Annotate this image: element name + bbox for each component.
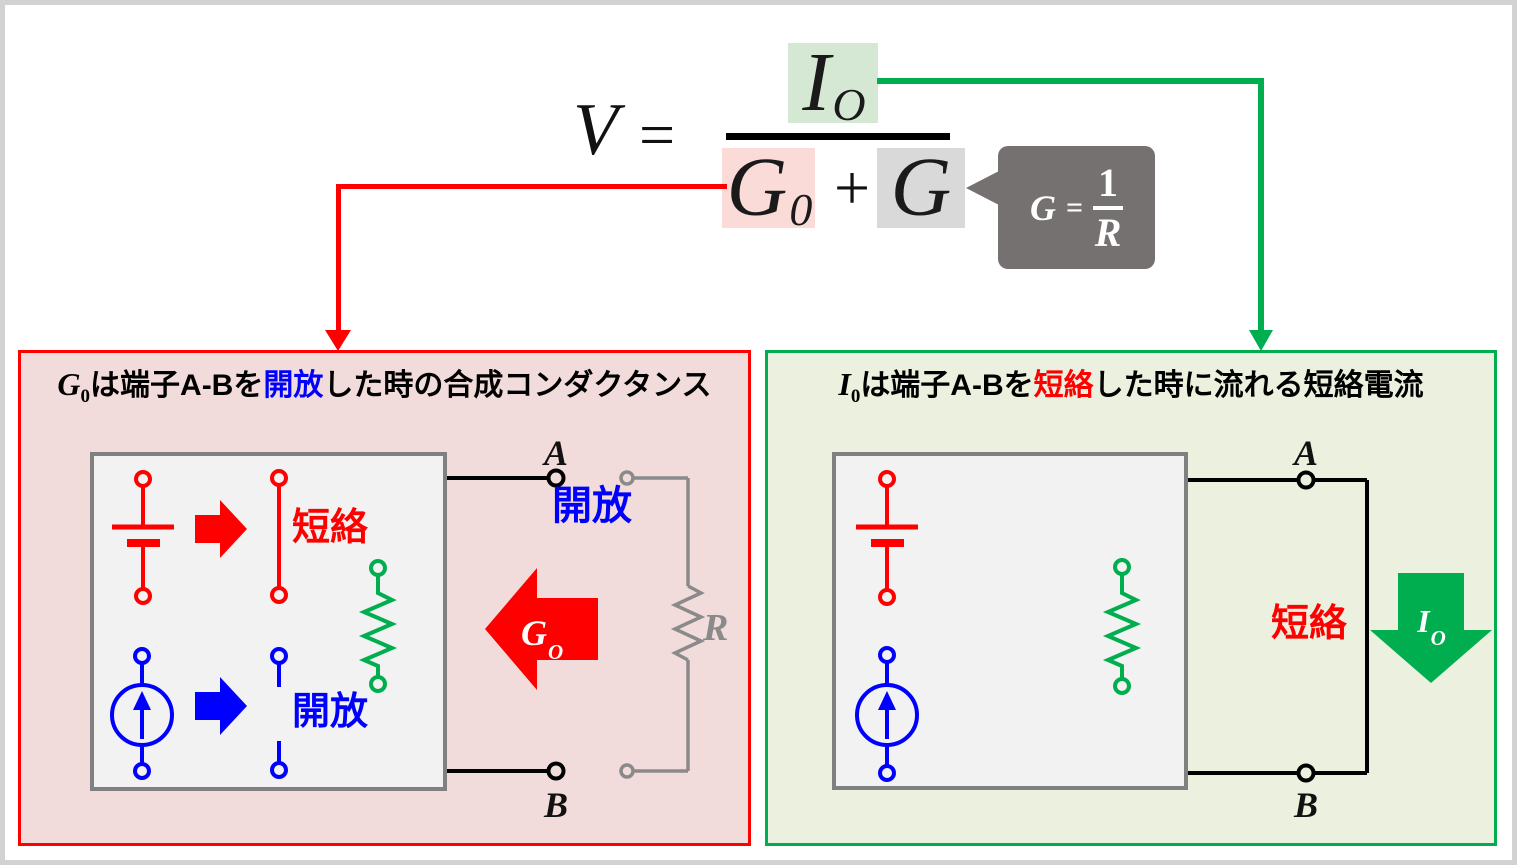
- callout-numerator: 1: [1098, 159, 1119, 205]
- internal-resistor-icon: [358, 559, 398, 693]
- io-connector-horizontal: [877, 78, 1264, 84]
- conductance-callout: G = 1 R: [998, 146, 1155, 269]
- terminal-a-label: A: [543, 433, 568, 473]
- callout-g-var: G: [1029, 187, 1056, 228]
- g0-arrow-icon: [485, 568, 598, 690]
- internal-resistor-icon: [1102, 558, 1142, 695]
- io-connector-arrowhead-icon: [1249, 330, 1273, 351]
- io-arrow-icon: [1370, 573, 1492, 683]
- left-panel-title: G0は端子A-Bを開放した時の合成コンダクタンス: [57, 366, 712, 407]
- resistor-label: R: [703, 607, 729, 649]
- g-term-highlight: G: [877, 141, 965, 234]
- g0-connector-vertical: [336, 184, 341, 332]
- open-circuit-icon: [270, 647, 288, 779]
- terminal-a-node: [546, 468, 566, 488]
- g0-var: G: [726, 141, 788, 234]
- plus-sign: +: [833, 152, 871, 223]
- callout-equals: =: [1065, 190, 1084, 224]
- left-title-var: G: [57, 366, 81, 402]
- right-title-var-subscript: 0: [850, 386, 861, 407]
- left-title-var-subscript: 0: [80, 386, 91, 407]
- io-var-subscript: O: [832, 79, 866, 130]
- external-resistor-icon: [619, 470, 706, 779]
- short-circuit-icon: [270, 469, 288, 604]
- left-circuit-graphics: [110, 468, 706, 781]
- current-transform-arrow-icon: [195, 677, 247, 735]
- terminal-b-label: B: [1293, 785, 1318, 825]
- io-arrow-label: IO: [1417, 603, 1446, 651]
- g0-connector-arrowhead-icon: [325, 330, 351, 351]
- short-label: 短絡: [292, 507, 369, 549]
- open-label: 開放: [292, 691, 369, 733]
- voltage-source-icon: [856, 470, 918, 606]
- right-circuit-graphics: [855, 470, 1492, 783]
- callout-denominator: R: [1094, 209, 1122, 255]
- g0-arrow-label: GO: [521, 613, 564, 665]
- callout-fraction-bar: [1093, 205, 1124, 210]
- right-title-var: I: [838, 366, 851, 402]
- right-panel: I0は端子A-Bを短絡した時に流れる短絡電流: [765, 350, 1497, 846]
- callout-fraction: 1 R: [1093, 159, 1124, 255]
- voltage-source-icon: [112, 470, 174, 605]
- fraction-bar: [726, 133, 950, 140]
- right-title-highlight: 短絡: [1033, 369, 1094, 402]
- left-title-highlight: 開放: [263, 369, 324, 402]
- terminal-wires: [447, 476, 548, 773]
- terminal-b-node: [546, 761, 566, 781]
- callout-tail-icon: [966, 171, 999, 205]
- g-var: G: [890, 141, 952, 234]
- right-panel-title: I0は端子A-Bを短絡した時に流れる短絡電流: [838, 366, 1424, 407]
- terminal-a-label: A: [1293, 433, 1318, 473]
- short-circuit-wire: [1188, 478, 1369, 775]
- left-panel: G0は端子A-Bを開放した時の合成コンダクタンス: [18, 350, 751, 846]
- io-var: I: [802, 36, 831, 129]
- current-source-icon: [855, 646, 919, 782]
- equals-sign: =: [639, 99, 676, 170]
- terminal-b-label: B: [543, 785, 568, 825]
- formula-voltage-var: V: [573, 89, 619, 171]
- terminal-open-label: 開放: [552, 484, 632, 528]
- g0-connector-horizontal: [338, 184, 727, 189]
- terminal-short-label: 短絡: [1271, 603, 1348, 645]
- voltage-transform-arrow-icon: [195, 500, 247, 558]
- io-connector-vertical: [1258, 78, 1264, 332]
- g0-var-subscript: 0: [789, 184, 813, 235]
- terminal-a-node: [1296, 470, 1316, 490]
- terminal-b-node: [1296, 763, 1316, 783]
- current-source-icon: [110, 647, 174, 780]
